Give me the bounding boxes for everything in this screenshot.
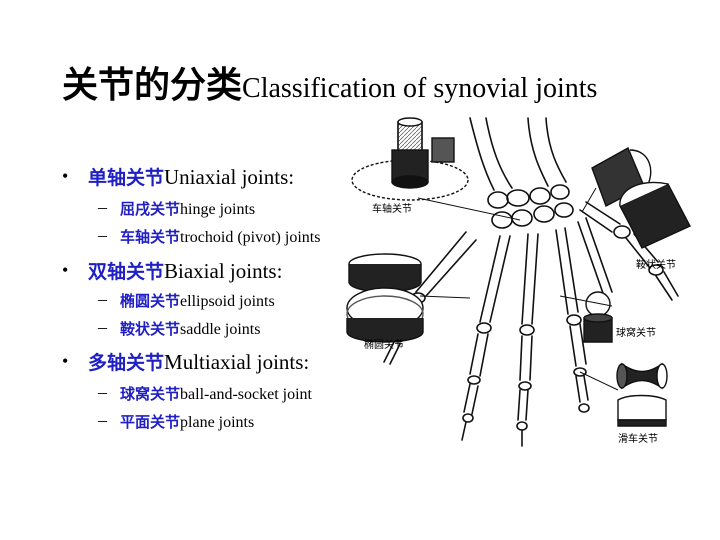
item-label-zh: 鞍状关节: [120, 320, 181, 338]
ball-socket-joint-model: [583, 291, 613, 343]
dash-marker: –: [98, 317, 107, 337]
item-label-zh: 椭圆关节: [120, 292, 181, 310]
dash-marker: –: [98, 197, 107, 217]
dash-marker: –: [98, 225, 107, 245]
section-multiaxial: 多轴关节Multiaxial joints:: [88, 348, 309, 375]
list-item-hinge: 屈戌关节hinge joints: [120, 198, 255, 219]
figure-label-pivot: 车轴关节: [372, 202, 412, 215]
item-label-zh: 车轴关节: [120, 228, 181, 246]
item-label-zh: 球窝关节: [120, 385, 181, 403]
dash-marker: –: [98, 382, 107, 402]
list-item-ball-socket: 球窝关节ball-and-socket joint: [120, 383, 312, 404]
list-item-plane: 平面关节plane joints: [120, 411, 254, 432]
pivot-joint-model: [351, 117, 469, 201]
section-label-zh: 多轴关节: [88, 352, 165, 374]
figure-label-hinge: 滑车关节: [618, 432, 658, 445]
item-label-zh: 屈戌关节: [120, 200, 181, 218]
bullet-marker: •: [62, 166, 69, 186]
item-label-en: plane joints: [180, 414, 255, 431]
figure-label-saddle: 鞍状关节: [636, 258, 676, 271]
figure-label-ball: 球窝关节: [616, 326, 656, 339]
item-label-en: ellipsoid joints: [180, 293, 275, 310]
slide-title: 关节的分类Classification of synovial joints: [62, 56, 597, 108]
title-english: Classification of synovial joints: [242, 73, 598, 104]
section-label-en: Multiaxial joints:: [164, 350, 310, 374]
section-label-en: Uniaxial joints:: [164, 165, 295, 189]
list-item-ellipsoid: 椭圆关节ellipsoid joints: [120, 290, 275, 311]
joint-types-illustration: 车轴关节 鞍状关节 椭圆关节 球窝关节 滑车关节: [346, 117, 691, 447]
list-item-saddle: 鞍状关节saddle joints: [120, 318, 260, 339]
item-label-en: hinge joints: [180, 201, 256, 218]
bullet-marker: •: [62, 351, 69, 371]
section-biaxial: 双轴关节Biaxial joints:: [88, 257, 282, 284]
dash-marker: –: [98, 289, 107, 309]
item-label-en: saddle joints: [180, 321, 261, 338]
bullet-marker: •: [62, 260, 69, 280]
item-label-en: ball-and-socket joint: [180, 386, 312, 403]
item-label-zh: 平面关节: [120, 413, 181, 431]
section-uniaxial: 单轴关节Uniaxial joints:: [88, 163, 294, 190]
list-item-pivot: 车轴关节trochoid (pivot) joints: [120, 226, 320, 247]
section-label-zh: 单轴关节: [88, 167, 165, 189]
item-label-en: trochoid (pivot) joints: [180, 229, 321, 246]
leader-lines: [417, 187, 619, 391]
figure-label-ellipsoid: 椭圆关节: [364, 338, 404, 351]
section-label-en: Biaxial joints:: [164, 259, 283, 283]
section-label-zh: 双轴关节: [88, 261, 165, 283]
saddle-joint-model: [591, 147, 691, 249]
ellipsoid-joint-model: [346, 253, 424, 343]
title-chinese: 关节的分类: [62, 65, 243, 106]
hinge-joint-model: [616, 362, 668, 427]
dash-marker: –: [98, 410, 107, 430]
